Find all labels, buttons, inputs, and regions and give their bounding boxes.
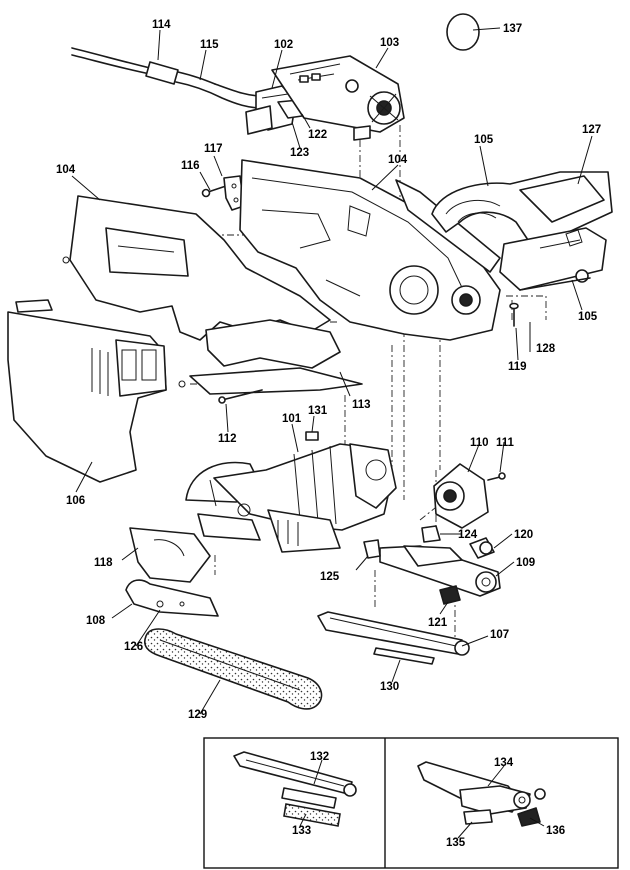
label-113: 113 [352, 399, 371, 411]
housing-cover-104-left [62, 195, 363, 395]
label-131: 131 [308, 405, 328, 417]
label-136: 136 [546, 825, 565, 837]
label-105-bottom: 105 [578, 311, 598, 323]
gear-housing-110 [433, 463, 506, 529]
label-114: 114 [152, 19, 171, 31]
label-117: 117 [204, 143, 223, 155]
dust-bag-106 [7, 299, 186, 483]
screw-116-clamp-117 [201, 175, 245, 211]
label-102: 102 [274, 39, 293, 51]
plate-118 [129, 527, 211, 583]
label-108: 108 [86, 615, 106, 627]
label-129: 129 [188, 709, 207, 721]
drive-shaft-109 [363, 525, 501, 605]
label-121: 121 [428, 617, 448, 629]
label-128: 128 [536, 343, 556, 355]
label-133: 133 [292, 825, 311, 837]
label-104-right: 104 [388, 154, 408, 166]
sanding-belt-129 [144, 628, 323, 710]
label-120: 120 [514, 529, 533, 541]
label-130: 130 [380, 681, 399, 693]
label-127: 127 [582, 124, 601, 136]
platen-107 [317, 611, 470, 665]
label-103: 103 [380, 37, 399, 49]
screw-112 [218, 389, 263, 404]
label-124: 124 [458, 529, 478, 541]
platen-kit-132-133 [233, 751, 357, 827]
label-115: 115 [200, 39, 219, 51]
handle-assembly-105-127 [431, 171, 613, 291]
label-132: 132 [310, 751, 329, 763]
label-119: 119 [508, 361, 527, 373]
label-111: 111 [496, 437, 515, 449]
part-number-labels: 114 115 102 103 137 104 104 105 127 117 … [56, 19, 601, 849]
label-122: 122 [308, 129, 327, 141]
label-107: 107 [490, 629, 509, 641]
label-116: 116 [181, 160, 200, 172]
label-135: 135 [446, 837, 466, 849]
label-106: 106 [66, 495, 85, 507]
motor-101 [185, 431, 397, 553]
label-134: 134 [494, 757, 514, 769]
label-110: 110 [470, 437, 489, 449]
switch-housing-103 [271, 55, 405, 141]
label-137: 137 [503, 23, 522, 35]
label-101: 101 [282, 413, 302, 425]
label-118: 118 [94, 557, 113, 569]
label-105-top: 105 [474, 134, 494, 146]
badge-137 [446, 13, 480, 51]
guide-bracket-128 [506, 295, 547, 320]
accessory-kits-box [203, 737, 619, 869]
label-125: 125 [320, 571, 340, 583]
screw-119 [509, 302, 519, 327]
label-112: 112 [218, 433, 237, 445]
label-109: 109 [516, 557, 535, 569]
plate-108 [125, 579, 219, 617]
label-123: 123 [290, 147, 309, 159]
power-cord-assembly [71, 47, 263, 109]
label-126: 126 [124, 641, 143, 653]
drive-kit-134-136 [417, 761, 546, 827]
label-104-left: 104 [56, 164, 76, 176]
leader-lines [71, 27, 593, 839]
